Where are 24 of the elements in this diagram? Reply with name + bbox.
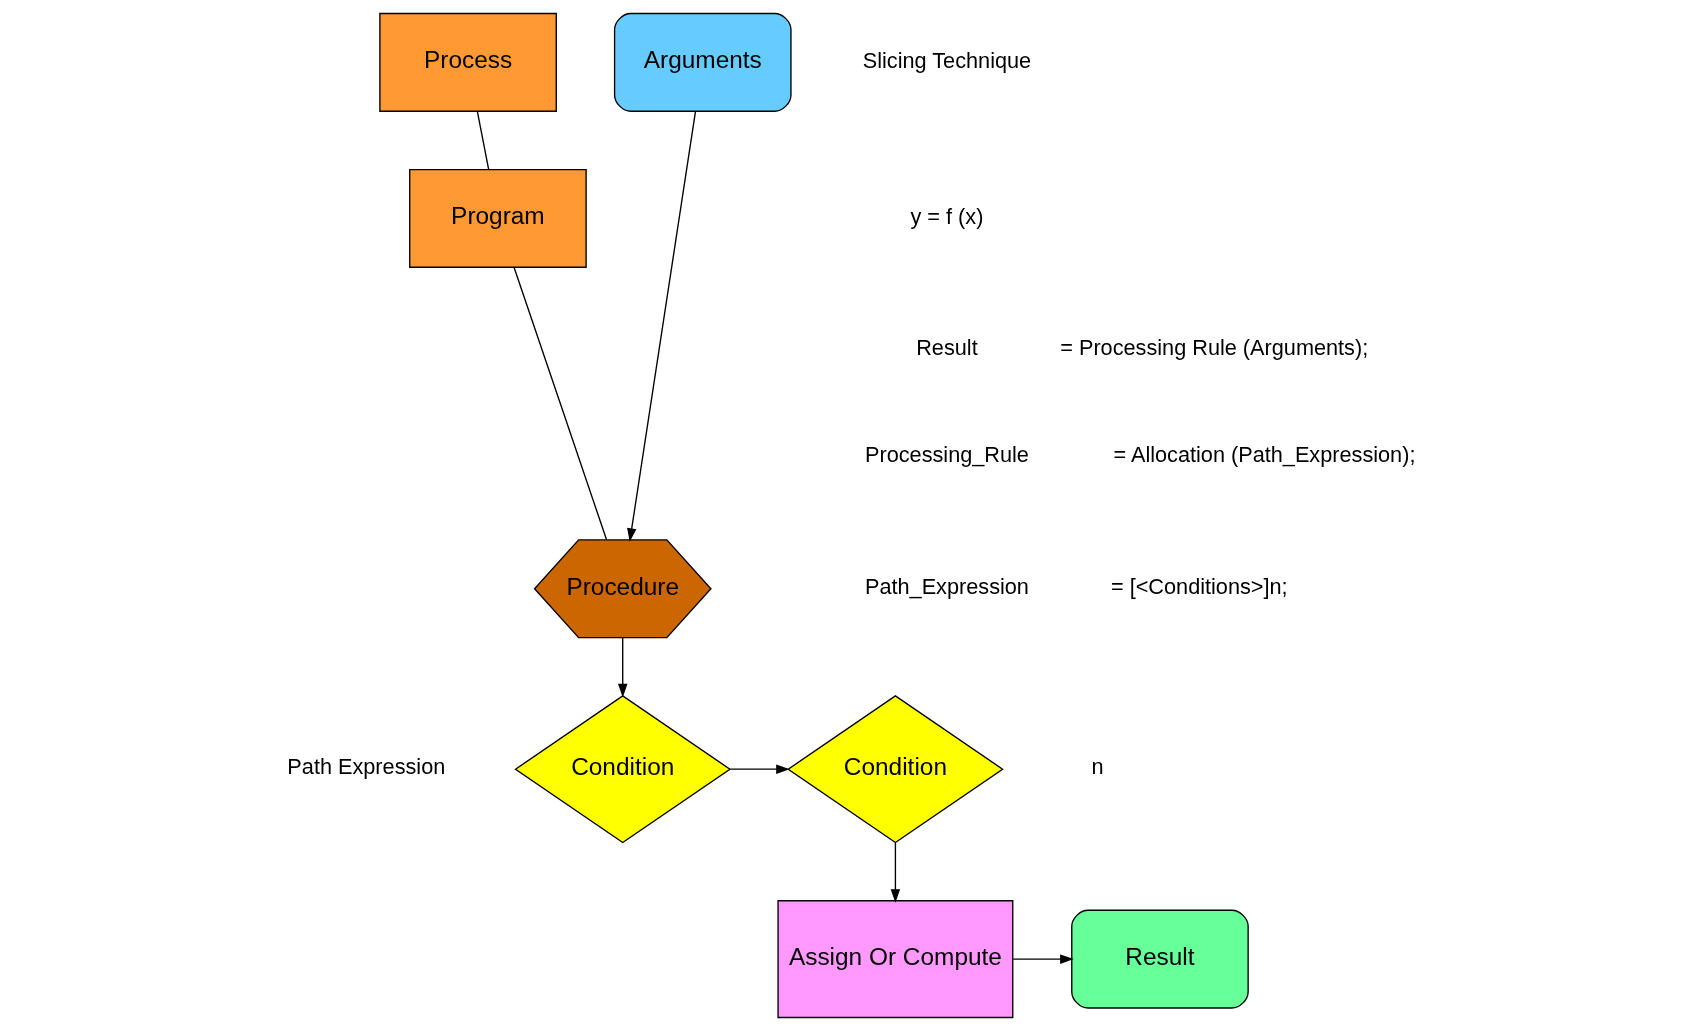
node-diamond: Condition [786, 695, 1004, 844]
node-box: Program [408, 168, 587, 268]
label: Slicing Technique [862, 47, 1031, 73]
label: Path_Expression [864, 573, 1029, 599]
label: n [1091, 754, 1104, 780]
connector [512, 266, 607, 541]
connector [476, 110, 489, 171]
node-box: Assign Or Compute [776, 900, 1013, 1019]
arrow [626, 110, 696, 542]
label: Path Expression [286, 754, 445, 780]
arrow [617, 637, 627, 698]
node-diamond: Condition [513, 695, 731, 844]
label: Processing_Rule [864, 442, 1029, 468]
node-box: Process [378, 12, 557, 112]
node-box: Arguments [613, 12, 792, 112]
label: = Processing Rule (Arguments); [1059, 335, 1368, 361]
node-box: Result [1070, 909, 1249, 1009]
arrow [890, 842, 900, 903]
label: y = f (x) [910, 203, 983, 229]
label: Result [915, 335, 978, 361]
label: = [<Conditions>]n; [1110, 573, 1288, 599]
arrow [1012, 954, 1074, 964]
label: = Allocation (Path_Expression); [1112, 442, 1415, 468]
arrow [729, 764, 790, 774]
